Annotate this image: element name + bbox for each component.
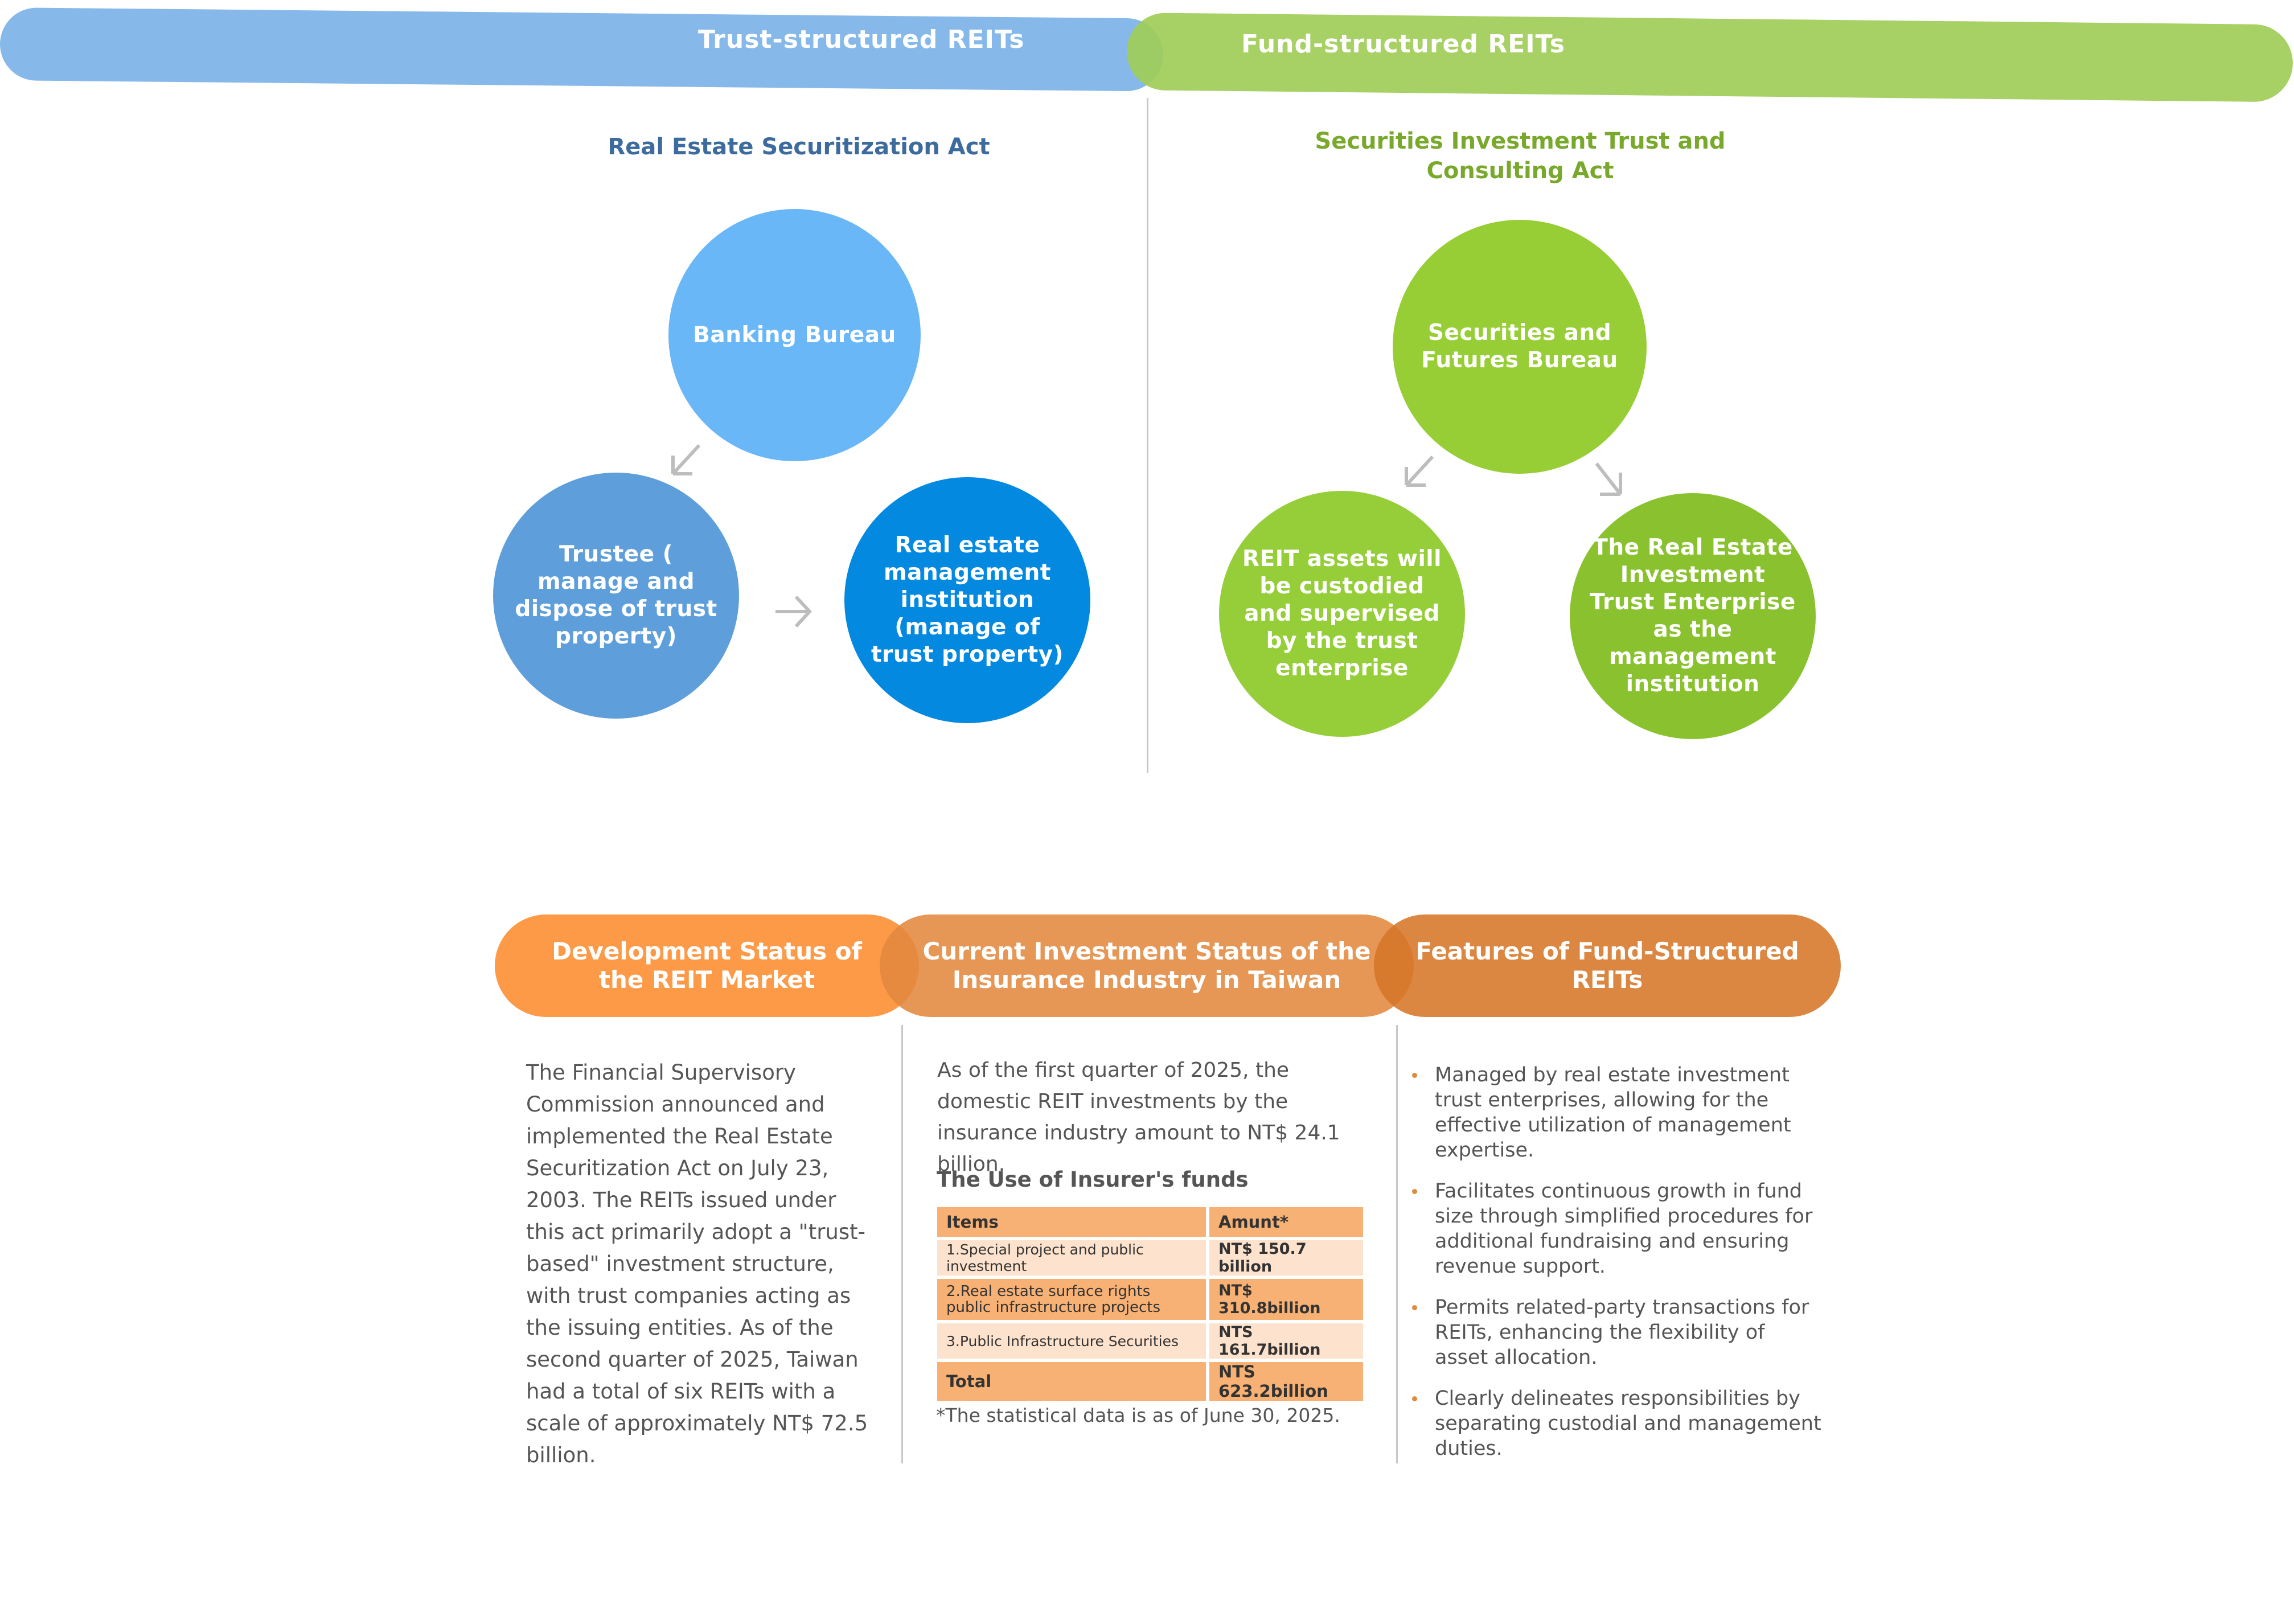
feature-text: Permits related-party transactions for R… bbox=[1435, 1296, 1809, 1369]
bullet-icon bbox=[1412, 1305, 1417, 1310]
tab-investment-status-label: Current Investment Status of the Insuran… bbox=[922, 937, 1371, 994]
section-divider bbox=[1147, 98, 1148, 773]
table-header-items: Items bbox=[937, 1207, 1206, 1237]
investment-intro: As of the first quarter of 2025, the dom… bbox=[937, 1059, 1340, 1176]
table-row: 1.Special project and public investment … bbox=[937, 1240, 1363, 1276]
column-divider bbox=[1396, 1025, 1398, 1463]
feature-item: Facilitates continuous growth in fund si… bbox=[1412, 1179, 1822, 1279]
features-list: Managed by real estate investment trust … bbox=[1412, 1063, 1822, 1461]
fund-section-title: Securities Investment Trust and Consulti… bbox=[1315, 128, 1726, 184]
column-divider bbox=[901, 1025, 903, 1463]
trustee-circle: Trustee ( manage and dispose of trust pr… bbox=[493, 473, 739, 719]
trust-section-title: Real Estate Securitization Act bbox=[608, 134, 990, 160]
real-estate-management-label: Real estate management institution (mana… bbox=[871, 532, 1064, 667]
table-header-row: Items Amunt* bbox=[937, 1207, 1363, 1237]
table-cell-amount: NTS 161.7billion bbox=[1209, 1323, 1363, 1359]
real-estate-management-circle: Real estate management institution (mana… bbox=[844, 477, 1090, 723]
arrow-right-icon bbox=[775, 595, 812, 628]
securities-futures-bureau-label: Securities and Futures Bureau bbox=[1421, 320, 1618, 373]
table-total-row: Total NTS 623.2billion bbox=[937, 1362, 1363, 1401]
feature-item: Managed by real estate investment trust … bbox=[1412, 1063, 1822, 1163]
bullet-icon bbox=[1412, 1189, 1417, 1194]
securities-futures-bureau-circle: Securities and Futures Bureau bbox=[1393, 220, 1647, 474]
table-row: 3.Public Infrastructure Securities NTS 1… bbox=[937, 1323, 1363, 1359]
feature-text: Managed by real estate investment trust … bbox=[1435, 1064, 1791, 1162]
table-cell-amount: NT$ 310.8billion bbox=[1209, 1279, 1363, 1320]
table-cell-item: 1.Special project and public investment bbox=[937, 1240, 1206, 1276]
reit-assets-label: REIT assets will be custodied and superv… bbox=[1242, 546, 1442, 681]
feature-text: Clearly delineates responsibilities by s… bbox=[1435, 1387, 1821, 1460]
table-row: 2.Real estate surface rights public infr… bbox=[937, 1279, 1363, 1320]
arrow-down-right-icon bbox=[1595, 462, 1622, 496]
features-list-container: Managed by real estate investment trust … bbox=[1412, 1063, 1822, 1477]
reit-assets-circle: REIT assets will be custodied and superv… bbox=[1219, 491, 1465, 737]
arrow-down-left-icon bbox=[671, 444, 701, 475]
tab-features: Features of Fund-Structured REITs bbox=[1374, 914, 1841, 1017]
bullet-icon bbox=[1412, 1073, 1417, 1078]
trustee-label: Trustee ( manage and dispose of trust pr… bbox=[515, 542, 717, 649]
feature-item: Clearly delineates responsibilities by s… bbox=[1412, 1386, 1822, 1461]
insurer-funds-table: Items Amunt* 1.Special project and publi… bbox=[934, 1204, 1366, 1404]
table-total-amount: NTS 623.2billion bbox=[1209, 1362, 1363, 1401]
table-header-amount: Amunt* bbox=[1209, 1207, 1363, 1237]
table-cell-item: 2.Real estate surface rights public infr… bbox=[937, 1279, 1206, 1320]
arrow-down-left-icon bbox=[1405, 455, 1434, 487]
tab-development-status-label: Development Status of the REIT Market bbox=[552, 937, 862, 994]
table-footnote: *The statistical data is as of June 30, … bbox=[936, 1404, 1340, 1426]
table-title: The Use of Insurer's funds bbox=[937, 1167, 1249, 1192]
tab-development-status: Development Status of the REIT Market bbox=[495, 914, 919, 1017]
bullet-icon bbox=[1412, 1396, 1417, 1401]
banking-bureau-label: Banking Bureau bbox=[693, 322, 896, 348]
feature-text: Facilitates continuous growth in fund si… bbox=[1435, 1180, 1813, 1278]
banking-bureau-circle: Banking Bureau bbox=[668, 209, 921, 461]
development-text: The Financial Supervisory Commission ann… bbox=[526, 1060, 868, 1467]
table-cell-amount: NT$ 150.7 billion bbox=[1209, 1240, 1363, 1276]
table-total-label: Total bbox=[937, 1362, 1206, 1401]
reit-enterprise-circle: The Real Estate Investment Trust Enterpr… bbox=[1570, 493, 1816, 739]
fund-structured-label: Fund-structured REITs bbox=[1241, 30, 1565, 59]
feature-item: Permits related-party transactions for R… bbox=[1412, 1295, 1822, 1370]
trust-structured-label: Trust-structured REITs bbox=[698, 25, 1025, 54]
table-cell-item: 3.Public Infrastructure Securities bbox=[937, 1323, 1206, 1359]
reit-enterprise-label: The Real Estate Investment Trust Enterpr… bbox=[1590, 535, 1796, 697]
tab-features-label: Features of Fund-Structured REITs bbox=[1415, 937, 1799, 994]
tab-investment-status: Current Investment Status of the Insuran… bbox=[880, 914, 1414, 1017]
